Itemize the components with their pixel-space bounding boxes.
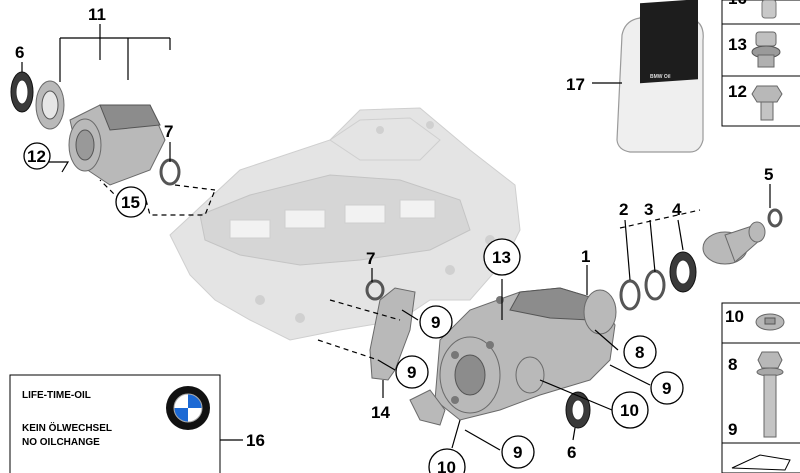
callout-9a-circle — [419, 305, 453, 339]
oil-bottle: BMW Oil — [616, 0, 704, 153]
bearing-ring — [35, 80, 65, 130]
callout-14: 14 — [371, 403, 390, 422]
callout-12-circle — [23, 142, 51, 170]
callout-7-mid: 7 — [366, 249, 375, 268]
callout-8-circle — [623, 335, 657, 369]
screw-plug-10 — [755, 313, 785, 331]
callout-15-circle — [115, 186, 147, 218]
shim-ring-2 — [619, 279, 641, 311]
shim-ring-3 — [644, 269, 666, 301]
callout-9d-circle — [501, 435, 535, 469]
info-line-2: KEIN ÖLWECHSEL — [22, 421, 112, 434]
seal-ring-6-bottom — [565, 391, 591, 429]
side-row-top: 16 — [728, 0, 747, 8]
side-row-10: 10 — [725, 307, 744, 326]
oil-pan-housing-ghost — [169, 107, 521, 341]
callout-9d: 9 — [513, 443, 522, 462]
callout-3: 3 — [644, 200, 653, 219]
callout-6-bottom: 6 — [567, 443, 576, 462]
circlip-5 — [767, 208, 783, 228]
callout-9b-circle — [395, 355, 429, 389]
callout-6-top: 6 — [15, 43, 24, 62]
callout-5: 5 — [764, 165, 773, 184]
o-ring-7-mid — [365, 279, 385, 301]
bmw-logo — [166, 386, 210, 430]
callout-9a: 9 — [431, 313, 440, 332]
info-line-1: LIFE-TIME-OIL — [22, 390, 91, 401]
side-row-8: 8 — [728, 355, 737, 374]
side-row-13: 13 — [728, 35, 747, 54]
output-flange — [702, 221, 766, 265]
flange-housing — [68, 104, 166, 186]
callout-9c-circle — [650, 371, 684, 405]
side-row-9: 9 — [728, 420, 737, 439]
callout-10b: 10 — [437, 458, 456, 473]
callout-10a-circle — [611, 391, 649, 429]
callout-8: 8 — [635, 343, 644, 362]
callout-13: 13 — [492, 248, 511, 267]
info-line-3: NO OILCHANGE — [22, 437, 100, 448]
callout-17: 17 — [566, 75, 585, 94]
callouts: 11 6 7 12 15 17 5 2 3 4 1 13 7 9 8 9 9 1… — [15, 5, 773, 473]
callout-10a: 10 — [620, 401, 639, 420]
o-ring-7-top — [159, 158, 181, 186]
callout-9b: 9 — [407, 363, 416, 382]
callout-4: 4 — [672, 200, 682, 219]
seal-ring-6-top — [10, 71, 34, 113]
lifetime-oil-info-box: LIFE-TIME-OIL KEIN ÖLWECHSEL NO OILCHANG… — [9, 374, 221, 473]
callout-15: 15 — [121, 193, 140, 212]
long-bolt-8-9 — [756, 351, 784, 438]
output-shaft-parts — [619, 208, 783, 311]
callout-16: 16 — [246, 431, 265, 450]
callout-1: 1 — [581, 247, 590, 266]
callout-9c: 9 — [662, 379, 671, 398]
drain-plug-13 — [751, 31, 781, 68]
flange-housing-assembly — [10, 71, 181, 186]
callout-11: 11 — [88, 5, 106, 24]
callout-2: 2 — [619, 200, 628, 219]
side-parts-panel: 16 13 12 10 8 9 — [721, 0, 800, 473]
side-row-12: 12 — [728, 82, 747, 101]
oil-bottle-label: BMW Oil — [650, 74, 671, 80]
callout-7-top: 7 — [164, 122, 173, 141]
final-drive-unit — [409, 287, 617, 426]
callout-12: 12 — [27, 147, 46, 166]
bolt-12 — [751, 85, 783, 121]
callout-13-circle — [483, 238, 521, 276]
callout-10b-circle — [428, 448, 466, 473]
